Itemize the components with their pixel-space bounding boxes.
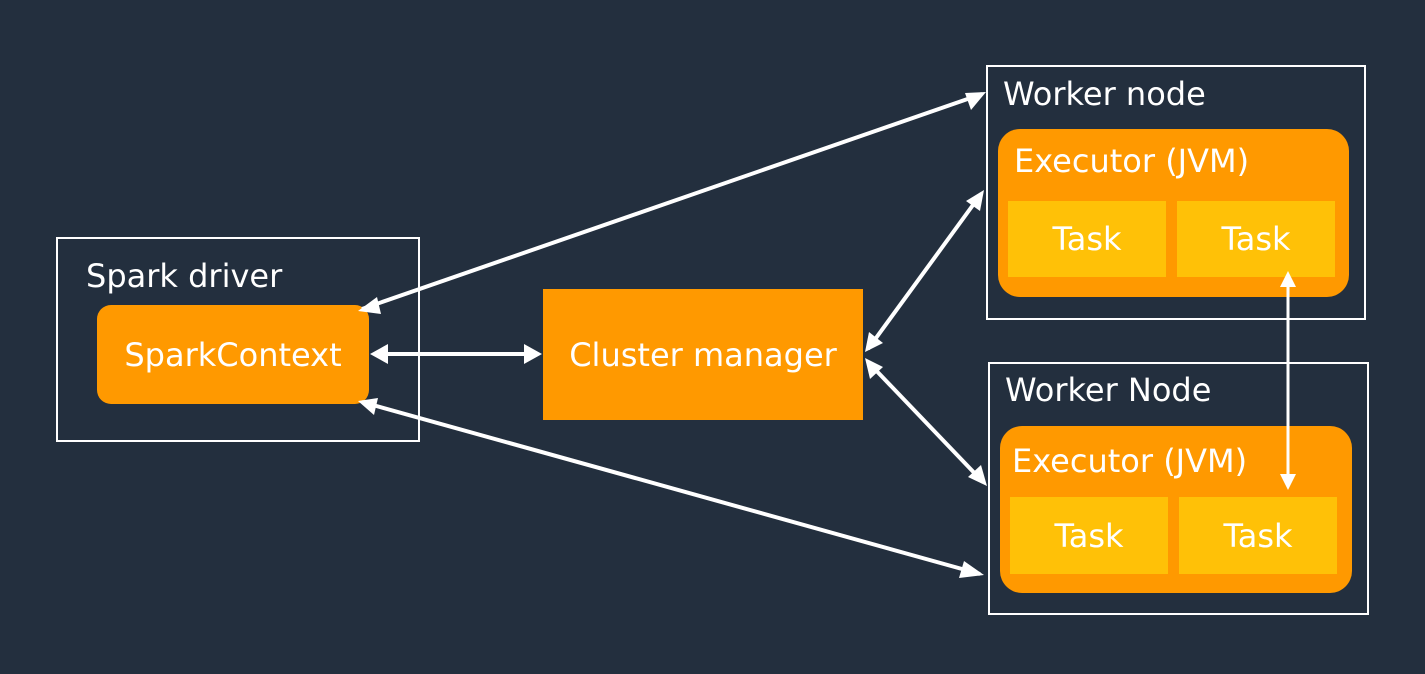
worker-node-2-box (988, 362, 1369, 615)
spark-context-box: SparkContext (97, 305, 369, 404)
arrow-sparkcontext-worker1 (361, 92, 983, 311)
arrow-cluster-manager-executor2 (866, 360, 985, 484)
worker-node-1-box (986, 65, 1366, 320)
task-2-2: Task (1179, 497, 1337, 574)
task-2-1: Task (1010, 497, 1168, 574)
task-1-2: Task (1177, 201, 1335, 277)
task-1-1: Task (1008, 201, 1166, 277)
executor-2-label: Executor (JVM) (1012, 442, 1248, 480)
worker-node-2-label: Worker Node (1005, 371, 1212, 409)
executor-1-label: Executor (JVM) (1014, 142, 1250, 180)
arrow-cluster-manager-executor1 (866, 192, 983, 351)
spark-driver-label: Spark driver (86, 257, 283, 295)
worker-node-1-label: Worker node (1003, 75, 1206, 113)
cluster-manager-box: Cluster manager (543, 289, 863, 420)
spark-driver-box (56, 237, 420, 442)
arrow-sparkcontext-worker2 (361, 400, 981, 576)
